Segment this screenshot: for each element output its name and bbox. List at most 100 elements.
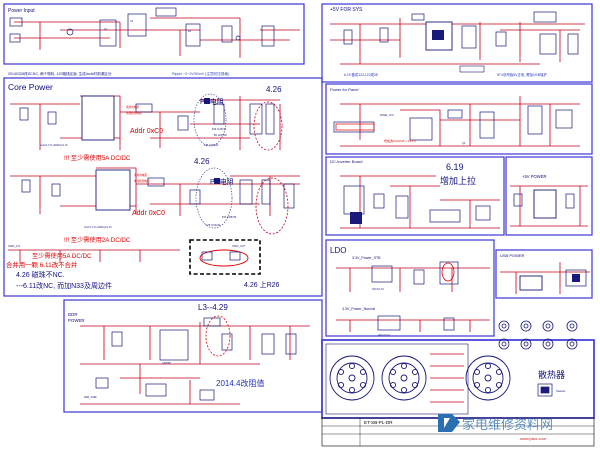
panel-frames <box>3 3 595 419</box>
hole-a4 <box>566 320 578 332</box>
svg-text:需用的电阻: 需用的电阻 <box>134 173 147 177</box>
plus5v-power-title: +5V POWER <box>522 174 547 179</box>
svg-text:PANEL_VCC: PANEL_VCC <box>380 114 394 117</box>
svg-text:B5 1136748: B5 1136748 <box>214 134 227 137</box>
ldo-red-ring <box>441 262 455 282</box>
dash-ring-1 <box>253 101 283 151</box>
ddr-red-ring <box>205 315 231 357</box>
hole-b2 <box>520 338 532 350</box>
hole-a3 <box>542 320 554 332</box>
highlight-ring <box>199 249 249 267</box>
power-for-panel-section: Power for Panel PANEL_VCC Q3 增加改9 (RVH5 … <box>330 87 580 147</box>
mark-426-a: 4.26 <box>266 85 282 94</box>
title-block-text: ET-SB-PL-DR <box>364 420 393 425</box>
five-v-sys-title: +5V FOR SYS <box>330 7 363 13</box>
hole-a1 <box>498 320 510 332</box>
frame-5v-power <box>505 156 593 236</box>
frame-usb-power <box>495 249 593 299</box>
watermark: 家电维修资料网 www.jdwx.com <box>438 414 553 441</box>
dash-ring-3 <box>255 177 289 235</box>
ldo-sub-1: 3.3V_Power_STB <box>352 256 381 260</box>
warn-merge: 合并用一颗 6.11改不合并 <box>6 260 78 269</box>
watermark-logo <box>438 414 460 432</box>
ddr-power-title-2: POWER <box>68 318 85 323</box>
svg-text:VDDC_OUT: VDDC_OUT <box>232 245 246 248</box>
warn-5a: !!! 至少需使用5A DC/DC <box>64 154 131 162</box>
pr-label-1: PR电阻 <box>200 97 224 106</box>
fix-note-3: 4.26 上R26 <box>244 280 280 289</box>
connector-circle-3 <box>465 355 511 401</box>
frame-dc-inverter <box>325 156 505 236</box>
plus5v-chip <box>533 189 557 219</box>
hole-b4 <box>566 338 578 350</box>
hole-a2 <box>520 320 532 332</box>
mounting-holes <box>498 320 578 350</box>
ddr-power-section: DDR POWER L3--4.29 2014.4改阻值 G5604B DDR_… <box>68 303 310 405</box>
core-power-title: Core Power <box>8 82 53 92</box>
svg-text:U4: U4 <box>130 20 134 23</box>
pr-marker-1 <box>204 98 210 104</box>
hole-b3 <box>542 338 554 350</box>
heatsink-title: 散热器 <box>538 369 565 380</box>
fix-note-1: 4.26 磁珠不NC. <box>16 270 65 279</box>
pr-label-2: PR电阻 <box>210 177 234 186</box>
usb-power-title: USB POWER <box>500 253 525 258</box>
highlight-box <box>189 239 261 275</box>
ddr-power-mark: L3--4.29 <box>198 303 228 312</box>
usb-switch-chip <box>519 275 543 291</box>
warn-2a: !!! 至少需使用2A DC/DC <box>64 236 131 244</box>
core-power-note-top: 20140328改DCDC, 两个物料, 120路线区版, 生成dcdc时前请区… <box>8 71 112 76</box>
warn-5a-dcdc: 至少需使用5A DC/DC <box>32 252 92 260</box>
dc-inverter-mark-text: 增加上拉 <box>440 175 476 186</box>
frame-core-power <box>3 77 323 297</box>
svg-text:Vout=1.1*(1+R2/R1)=1.15: Vout=1.1*(1+R2/R1)=1.15 <box>84 226 112 229</box>
watermark-url: www.jdwx.com <box>520 436 547 441</box>
fix-note-2: ---6.11改NC, 而加N33及周边件 <box>16 281 112 290</box>
five-v-label-box <box>459 65 485 73</box>
svg-text:AP1117-33: AP1117-33 <box>372 288 384 291</box>
power-for-panel-title: Power for Panel <box>330 87 359 92</box>
svg-text:AP1117-33: AP1117-33 <box>378 334 390 337</box>
svg-text:G5604B: G5604B <box>162 362 171 365</box>
connector-circle-1 <box>329 355 375 401</box>
plus5v-power-section: +5V POWER <box>510 174 588 227</box>
svg-text:Heatsink: Heatsink <box>556 390 566 393</box>
dc-inverter-title: DC-Inverter Board <box>330 159 362 164</box>
ldo-title: LDO <box>330 246 346 255</box>
core-power-section: 20140328改DCDC, 两个物料, 120路线区版, 生成dcdc时前请区… <box>6 71 300 290</box>
core-buck-chip-2 <box>95 169 131 211</box>
dc-inverter-section: DC-Inverter Board 6.19 增加上拉 <box>330 159 500 229</box>
svg-text:Q3: Q3 <box>462 142 466 145</box>
ldo-sub-2: 3.3V_Power_Normal <box>342 307 375 311</box>
frame-ldo <box>325 239 495 337</box>
connector-circle-2 <box>381 355 427 401</box>
dash-ring-2 <box>193 93 227 147</box>
pr-marker-2 <box>214 178 220 184</box>
watermark-text: 家电维修资料网 <box>462 417 553 432</box>
ddr-power-note: 2014.4改阻值 <box>216 378 264 388</box>
svg-text:增加改9 (RVH5 + 13V>): 增加改9 (RVH5 + 13V>) <box>384 138 416 143</box>
svg-text:A75 1073232: A75 1073232 <box>204 144 219 147</box>
svg-text:B16 1136746: B16 1136746 <box>212 128 227 131</box>
svg-text:D2: D2 <box>188 30 192 33</box>
five-v-note: 6.19 做成122,122成0E <box>344 72 379 77</box>
panel-power-red-tag <box>335 123 375 131</box>
core-buck-chip-1 <box>81 95 115 141</box>
power-input-title: Power Input <box>8 8 35 14</box>
frame-5v-sys <box>321 3 593 83</box>
hole-b1 <box>498 338 510 350</box>
title-block: ET-SB-PL-DR <box>321 417 595 447</box>
svg-text:Q1: Q1 <box>104 28 108 31</box>
ldo-section: LDO 3.3V_Power_STB 3.3V_Power_Normal AP1… <box>330 246 490 337</box>
svg-text:A75 1073232: A75 1073232 <box>206 224 221 227</box>
svg-text:电流检测电阻: 电流检测电阻 <box>126 111 142 115</box>
svg-text:电流检测电阻: 电流检测电阻 <box>134 179 150 183</box>
five-v-sys-section: +5V FOR SYS 6.19 做成122,122成0E 5TV信号板5V正电… <box>330 7 585 77</box>
core-power-note-top-right: Ripple ~0~3V/50mV (注意耐压规格) <box>172 71 229 76</box>
usb-power-section: USB POWER <box>500 253 590 294</box>
frame-ddr-power <box>63 299 323 413</box>
frame-power-for-panel <box>325 83 593 155</box>
addr-label-2: Addr 0xC0 <box>132 210 165 217</box>
